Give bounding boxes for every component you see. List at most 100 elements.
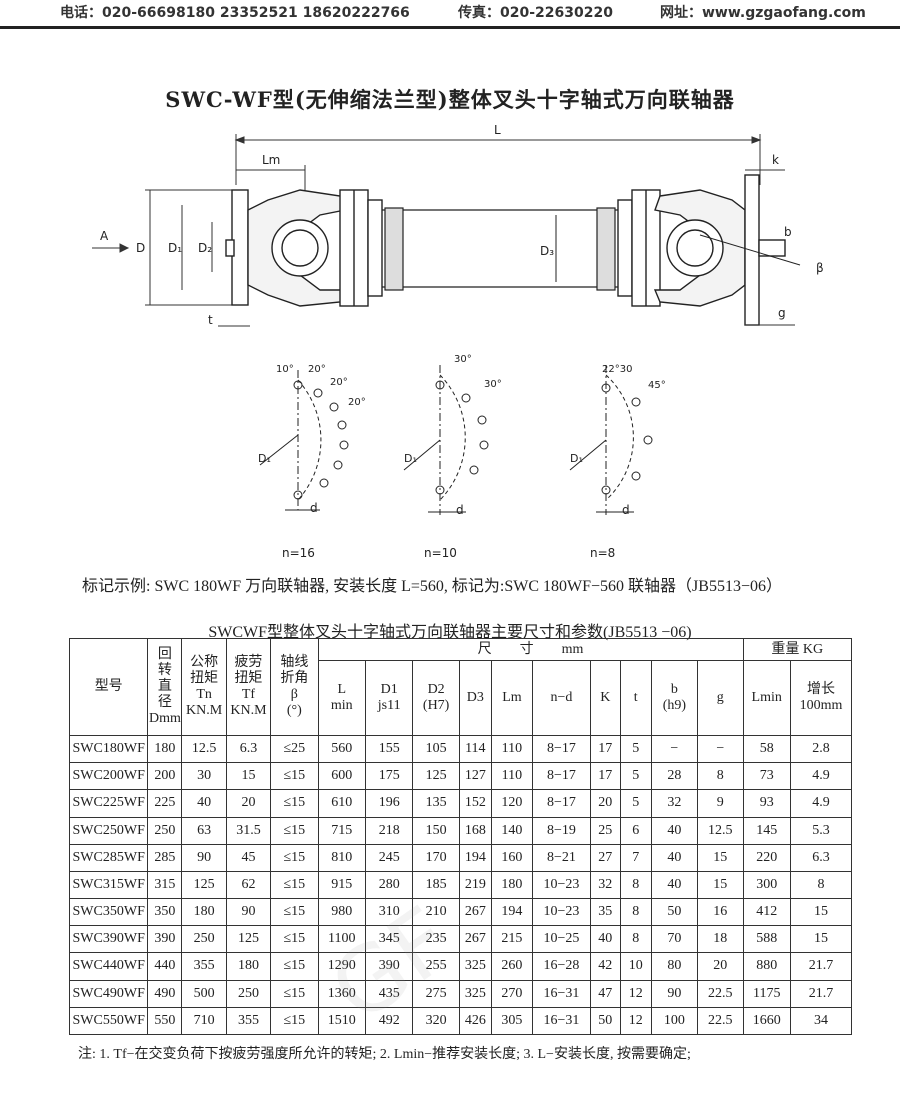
value-cell: ≤15	[270, 816, 319, 845]
contact-bar: 电话：020-66698180 23352521 18620222766 传真：…	[0, 0, 900, 29]
label-n10: n=10	[424, 546, 457, 560]
label-Lm: Lm	[262, 153, 280, 167]
value-cell: 345	[364, 925, 414, 954]
value-cell: 32	[589, 870, 621, 900]
value-cell: 10−23	[532, 870, 591, 900]
model-cell: SWC250WF	[68, 816, 149, 845]
value-cell: 219	[458, 870, 492, 900]
value-cell: 175	[364, 762, 414, 791]
value-cell: 15	[697, 870, 744, 900]
value-cell: 250	[181, 925, 227, 954]
label-A: A	[100, 229, 109, 243]
value-cell: 16−28	[532, 952, 591, 981]
model-cell: SWC350WF	[68, 898, 149, 927]
value-cell: 6.3	[789, 843, 853, 872]
value-cell: 16−31	[532, 1006, 591, 1036]
value-cell: 6.3	[225, 734, 272, 764]
value-cell: 5	[619, 789, 652, 818]
value-cell: 40	[650, 870, 699, 900]
value-cell: 915	[317, 870, 366, 900]
dim-D: D D₁ D₂	[136, 189, 232, 306]
value-cell: 58	[742, 734, 791, 764]
value-cell: 440	[147, 952, 183, 981]
value-cell: 1290	[317, 952, 366, 981]
angle-45: 45°	[648, 380, 666, 391]
angle-30a: 30°	[454, 354, 472, 365]
label-beta: β	[816, 261, 824, 275]
value-cell: 1360	[317, 979, 366, 1008]
value-cell: 600	[317, 762, 366, 791]
value-cell: 168	[458, 816, 492, 845]
value-cell: 40	[650, 816, 699, 845]
page-title: SWC-WF型(无伸缩法兰型)整体叉头十字轴式万向联轴器	[165, 87, 735, 112]
label-D2: D₂	[198, 241, 212, 255]
value-cell: 355	[225, 1006, 272, 1036]
value-cell: 180	[147, 734, 183, 764]
value-cell: 490	[147, 979, 183, 1008]
label-D3: D₃	[540, 244, 554, 258]
value-cell: 588	[742, 925, 791, 954]
value-cell: 435	[364, 979, 414, 1008]
value-cell: 35	[589, 898, 621, 927]
value-cell: 10−25	[532, 925, 591, 954]
value-cell: 127	[458, 762, 492, 791]
value-cell: 40	[650, 843, 699, 872]
value-cell: 200	[147, 762, 183, 791]
value-cell: 50	[589, 1006, 621, 1036]
value-cell: 25	[589, 816, 621, 845]
th-t: t	[619, 660, 652, 736]
value-cell: 45	[225, 843, 272, 872]
value-cell: 31.5	[225, 816, 272, 845]
value-cell: 8	[789, 870, 853, 900]
value-cell: 267	[458, 925, 492, 954]
th-size-group: 尺 寸 mm	[317, 638, 744, 661]
value-cell: 275	[412, 979, 460, 1008]
value-cell: 32	[650, 789, 699, 818]
th-g: g	[697, 660, 744, 736]
value-cell: 50	[650, 898, 699, 927]
value-cell: 810	[317, 843, 366, 872]
value-cell: 185	[412, 870, 460, 900]
value-cell: 250	[225, 979, 272, 1008]
value-cell: 215	[490, 925, 534, 954]
value-cell: 196	[364, 789, 414, 818]
value-cell: 105	[412, 734, 460, 764]
value-cell: 412	[742, 898, 791, 927]
value-cell: ≤15	[270, 898, 319, 927]
label-d1-n10: D₁	[404, 452, 417, 465]
label-D1: D₁	[168, 241, 182, 255]
table-note: 注: 1. Tf−在交变负荷下按疲劳强度所允许的转矩; 2. Lmin−推荐安装…	[78, 1047, 691, 1062]
value-cell: 4.9	[789, 762, 853, 791]
th-D3: D3	[458, 660, 492, 736]
value-cell: 5	[619, 734, 652, 764]
model-cell: SWC200WF	[68, 762, 149, 791]
contact-website[interactable]: 网址：www.gzgaofang.com	[660, 5, 866, 21]
value-cell: 10−23	[532, 898, 591, 927]
value-cell: 715	[317, 816, 366, 845]
value-cell: 114	[458, 734, 492, 764]
value-cell: 194	[458, 843, 492, 872]
label-d1-n8: D₁	[570, 452, 583, 465]
value-cell: 500	[181, 979, 227, 1008]
value-cell: −	[697, 734, 744, 764]
value-cell: ≤15	[270, 789, 319, 818]
value-cell: 180	[225, 952, 272, 981]
value-cell: 70	[650, 925, 699, 954]
value-cell: 155	[364, 734, 414, 764]
dim-g: g	[745, 306, 795, 326]
value-cell: 218	[364, 816, 414, 845]
left-flange	[225, 189, 383, 307]
angle-2230: 22°30	[602, 364, 632, 375]
value-cell: 8−19	[532, 816, 591, 845]
value-cell: 1100	[317, 925, 366, 954]
value-cell: 8	[619, 898, 652, 927]
value-cell: 235	[412, 925, 460, 954]
value-cell: ≤15	[270, 925, 319, 954]
value-cell: 160	[490, 843, 534, 872]
value-cell: −	[650, 734, 699, 764]
angle-30b: 30°	[484, 379, 502, 390]
